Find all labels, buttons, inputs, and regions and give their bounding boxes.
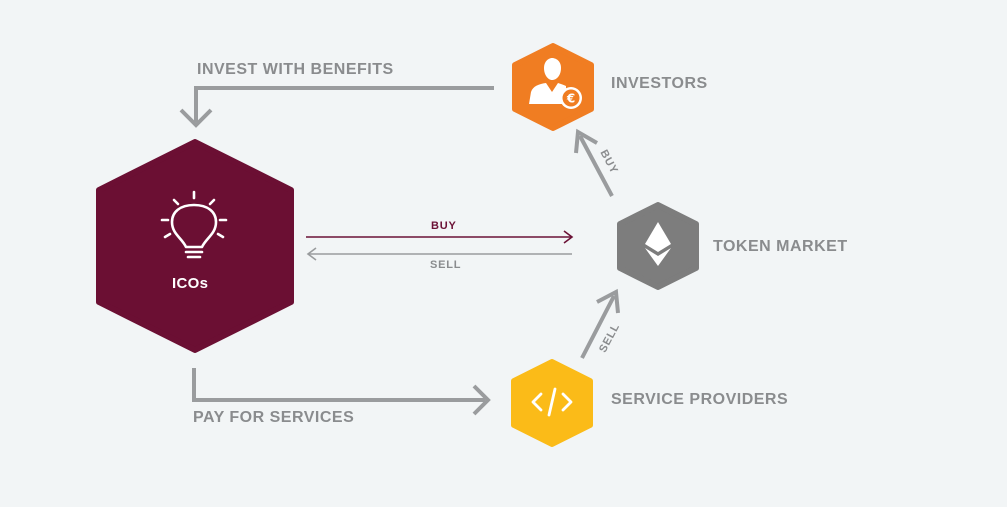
- lightbulb-icon: [160, 190, 228, 259]
- token-market-label: TOKEN MARKET: [713, 238, 848, 255]
- arrow-pay-for-services: [192, 368, 491, 416]
- icos-label: ICOs: [172, 275, 209, 292]
- svg-text:€: €: [566, 92, 575, 106]
- investors-label: INVESTORS: [611, 75, 708, 92]
- arrow-buy-icos-to-market: [306, 230, 574, 244]
- ethereum-icon: [645, 222, 671, 266]
- node-service-providers: [511, 359, 593, 447]
- arrow-invest-with-benefits: [179, 86, 494, 128]
- arrow-sell-providers-to-market: [580, 288, 620, 359]
- node-token-market: [617, 202, 699, 290]
- node-investors: €: [512, 43, 594, 131]
- buy-icos-to-market-label: BUY: [431, 220, 457, 232]
- arrow-sell-market-to-icos: [306, 247, 572, 261]
- invest-with-benefits-label: INVEST WITH BENEFITS: [197, 61, 394, 78]
- node-icos: [96, 139, 294, 353]
- investor-euro-icon: €: [529, 58, 582, 109]
- arrow-buy-market-to-investors: [574, 128, 614, 197]
- pay-for-services-label: PAY FOR SERVICES: [193, 409, 355, 426]
- sell-market-to-icos-label: SELL: [430, 259, 462, 271]
- code-icon: [531, 387, 573, 417]
- service-providers-label: SERVICE PROVIDERS: [611, 391, 789, 408]
